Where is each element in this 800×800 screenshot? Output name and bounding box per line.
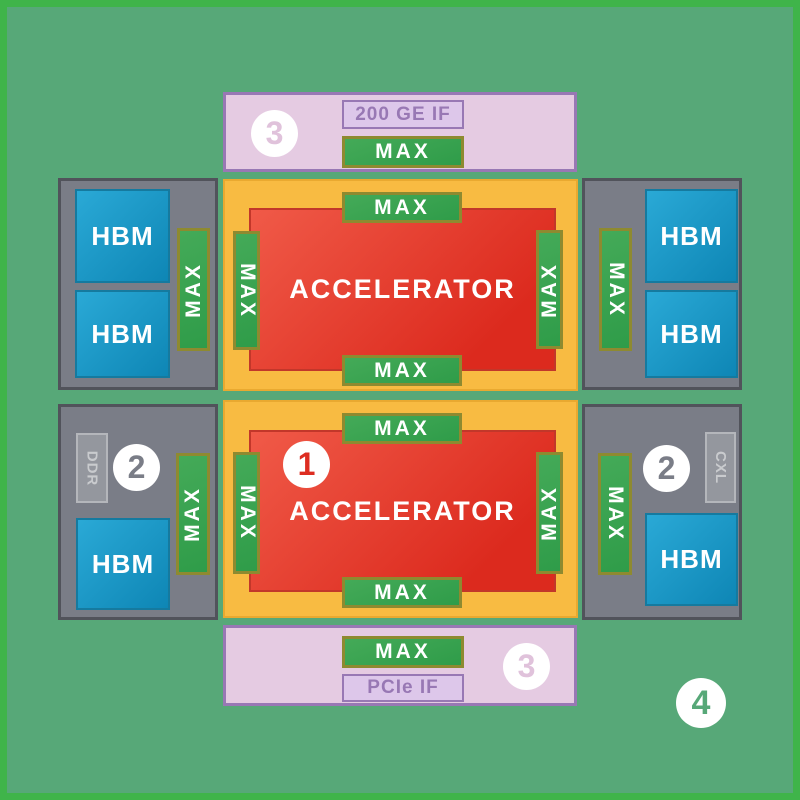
- cxl-controller-label: CXL: [705, 432, 736, 503]
- callout-1-number: 1: [297, 446, 316, 482]
- hbm-block: HBM: [75, 290, 170, 378]
- callout-3-badge: 3: [503, 643, 550, 690]
- top-left-memory-bank: HBM HBM MAX: [58, 178, 218, 390]
- hbm-block: HBM: [75, 189, 170, 283]
- ddr-controller-label: DDR: [76, 433, 108, 503]
- accelerator-core-top: ACCELERATOR: [249, 208, 556, 371]
- max-switch-memory: MAX: [176, 453, 210, 575]
- bottom-left-memory-bank: DDR 2 HBM MAX: [58, 404, 218, 620]
- max-switch-bottom-io: MAX: [342, 636, 464, 668]
- max-switch-south: MAX: [342, 355, 462, 386]
- top-right-memory-bank: MAX HBM HBM: [582, 178, 742, 390]
- hbm-block: HBM: [76, 518, 170, 610]
- bottom-accelerator-tile: ACCELERATOR 1 MAX MAX MAX MAX: [223, 400, 578, 618]
- callout-2-number: 2: [657, 450, 676, 486]
- callout-1-badge: 1: [283, 441, 330, 488]
- top-accelerator-tile: ACCELERATOR MAX MAX MAX MAX: [223, 179, 578, 391]
- callout-4-badge: 4: [676, 678, 726, 728]
- callout-2-number: 2: [127, 449, 146, 485]
- pcie-interface-label: PCIe IF: [342, 674, 464, 702]
- callout-3-number: 3: [265, 115, 284, 151]
- max-switch-east: MAX: [536, 452, 563, 574]
- ge-interface-label: 200 GE IF: [342, 100, 464, 129]
- callout-2-badge: 2: [643, 445, 690, 492]
- callout-3-badge: 3: [251, 110, 298, 157]
- bottom-right-memory-bank: MAX 2 CXL HBM: [582, 404, 742, 620]
- accelerator-core-bottom: ACCELERATOR: [249, 430, 556, 592]
- max-switch-west: MAX: [233, 231, 260, 350]
- max-switch-north: MAX: [342, 413, 462, 444]
- top-io-bank: 3 200 GE IF MAX: [223, 92, 577, 172]
- max-switch-north: MAX: [342, 192, 462, 223]
- hbm-block: HBM: [645, 290, 738, 378]
- bottom-io-bank: MAX PCIe IF 3: [223, 625, 577, 706]
- callout-3-number: 3: [517, 648, 536, 684]
- max-switch-memory: MAX: [177, 228, 210, 351]
- max-switch-memory: MAX: [598, 453, 632, 575]
- callout-2-badge: 2: [113, 444, 160, 491]
- hbm-block: HBM: [645, 513, 738, 606]
- hbm-block: HBM: [645, 189, 738, 283]
- max-switch-west: MAX: [233, 452, 260, 574]
- max-switch-memory: MAX: [599, 228, 632, 351]
- max-switch-top-io: MAX: [342, 136, 464, 168]
- callout-4-number: 4: [691, 683, 711, 722]
- max-switch-south: MAX: [342, 577, 462, 608]
- max-switch-east: MAX: [536, 230, 563, 349]
